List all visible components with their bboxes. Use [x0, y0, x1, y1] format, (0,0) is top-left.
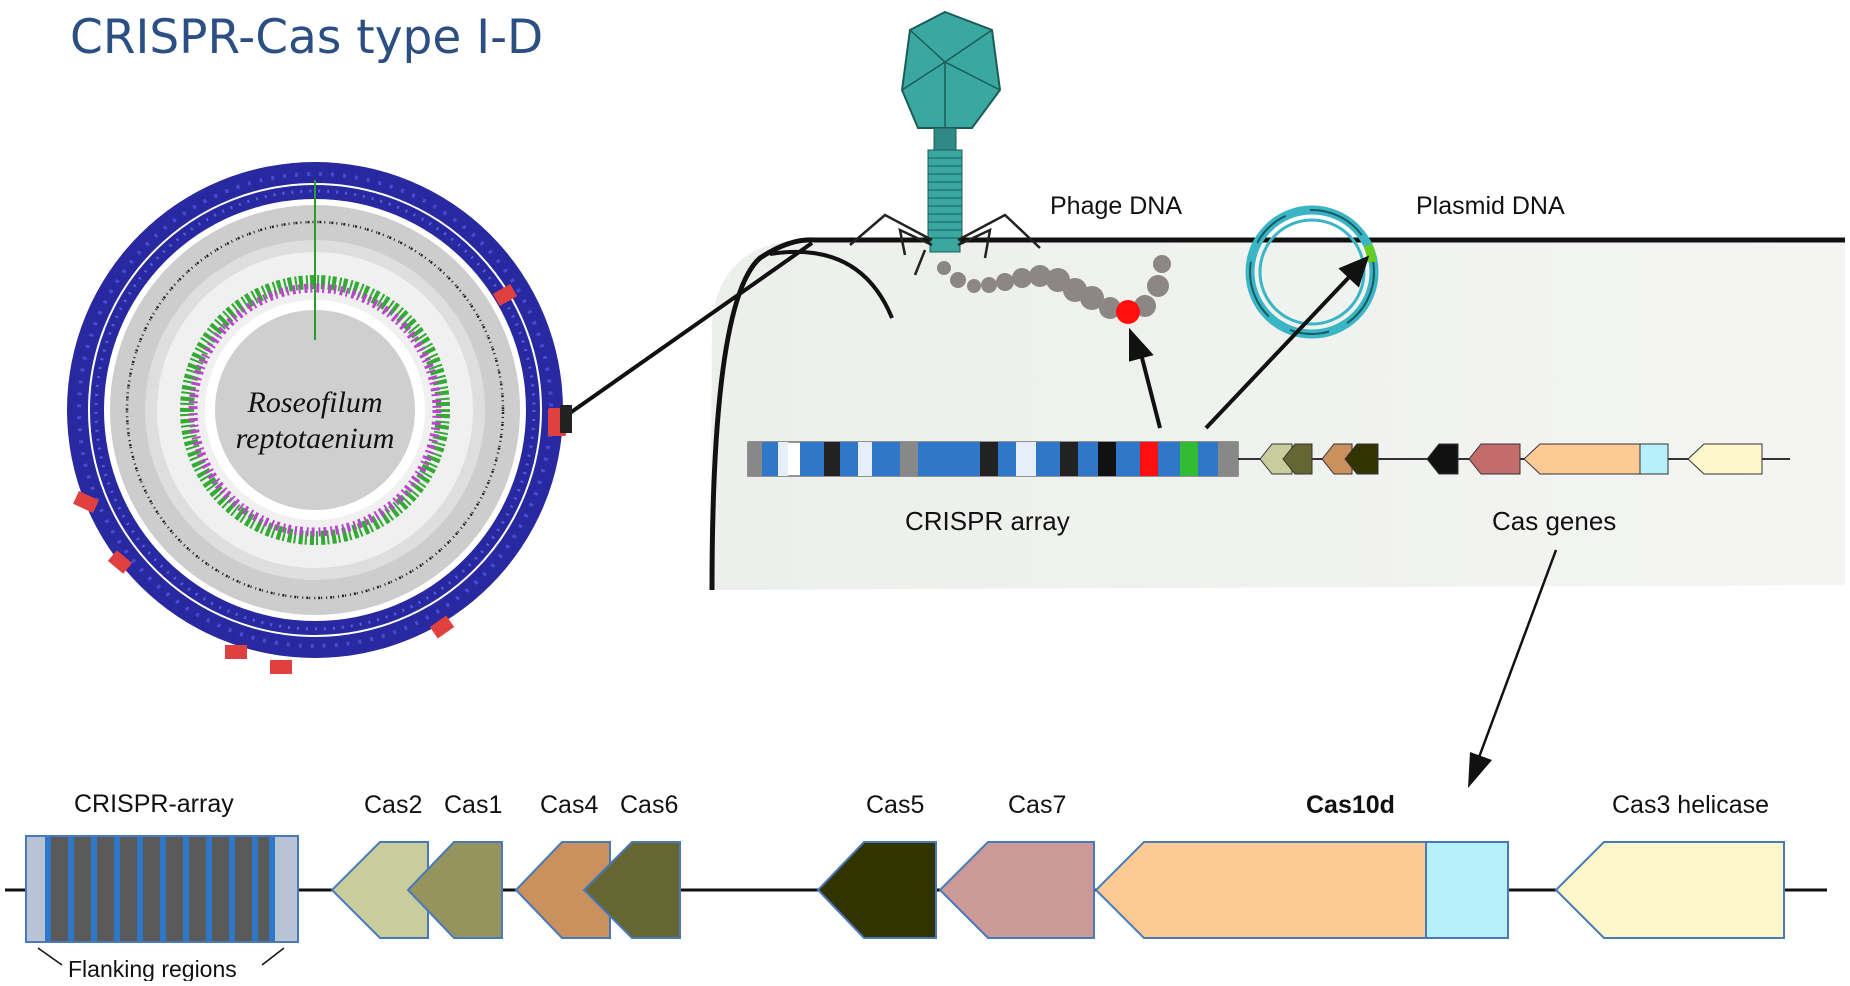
diagram-title: CRISPR-Cas type I-D: [70, 10, 544, 65]
cas4-label: Cas4: [540, 791, 598, 819]
plasmid-ring-icon: [1245, 205, 1379, 339]
plasmid-protospacer-target: [1363, 243, 1377, 263]
zoom-connector-line: [558, 241, 814, 422]
crispr-array-small: [747, 441, 1790, 477]
cas3-gene: [1554, 841, 1785, 939]
cas10d-label: Cas10d: [1306, 791, 1395, 819]
phage-protospacer-target: [1116, 300, 1140, 324]
crispr-array-label: CRISPR array: [905, 506, 1070, 536]
phage-dna-label: Phage DNA: [1050, 192, 1182, 220]
flanking-regions-label: Flanking regions: [68, 956, 237, 981]
cas-locus-detail: CRISPR-array Flanking regions Cas2 Cas1 …: [5, 790, 1827, 982]
cas7-label: Cas7: [1008, 791, 1066, 819]
cell-membrane-fold: [769, 249, 894, 319]
organism-name-line2: reptotaenium: [236, 422, 395, 455]
cas10d-gene: [1094, 841, 1427, 939]
cas1-label: Cas1: [444, 791, 502, 819]
cas6-gene: [582, 841, 681, 939]
cas3-label: Cas3 helicase: [1612, 791, 1769, 819]
zoom-arrow: [1468, 549, 1558, 788]
crispr-array-bottom-label: CRISPR-array: [74, 790, 234, 818]
cas5-gene: [816, 841, 937, 939]
cas7-gene: [938, 841, 1095, 939]
circular-genome-map-icon: Roseofilum reptotaenium: [67, 162, 572, 674]
bacterial-cell: [709, 237, 1845, 591]
cell-membrane: [709, 237, 1845, 591]
cas-genes-label: Cas genes: [1492, 506, 1616, 536]
phage-dna-injection: [937, 255, 1171, 324]
cas10d-domain: [1425, 841, 1509, 939]
targeting-arrows: [1129, 255, 1370, 430]
cas1-gene: [406, 841, 503, 939]
bacteriophage-icon: [849, 10, 1041, 276]
plasmid-dna-label: Plasmid DNA: [1416, 192, 1565, 220]
flanking-regions-brackets: [37, 947, 285, 966]
organism-name-line1: Roseofilum: [247, 386, 383, 419]
crispr-array-large: [25, 835, 299, 943]
cas6-label: Cas6: [620, 791, 678, 819]
cas2-label: Cas2: [364, 791, 422, 819]
cas5-label: Cas5: [866, 791, 924, 819]
